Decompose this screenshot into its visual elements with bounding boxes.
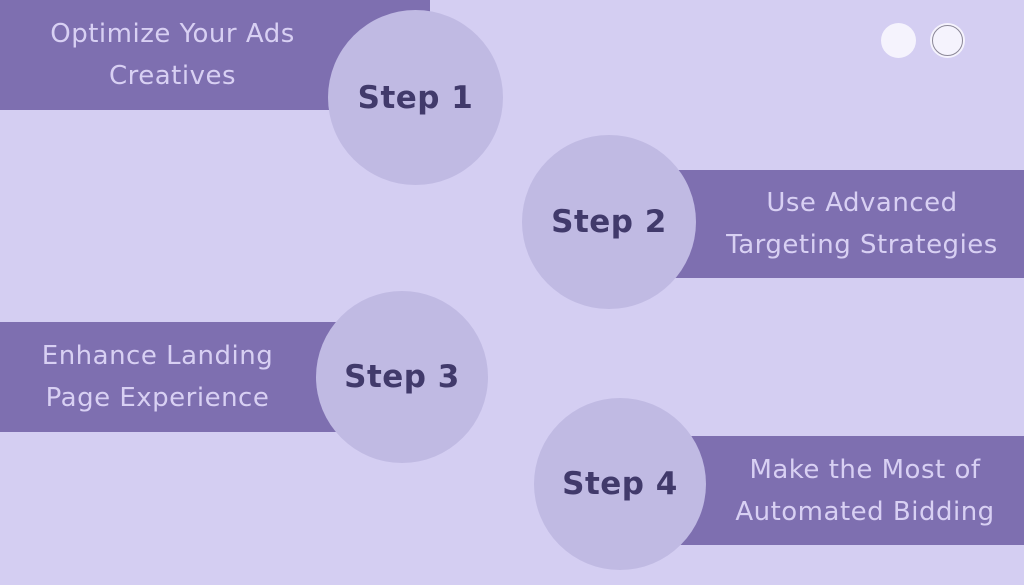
dot-ring-icon	[932, 25, 963, 56]
step-1-circle: Step 1	[328, 10, 503, 185]
step-4-text-zone: Make the Most of Automated Bidding	[706, 436, 1024, 545]
step-2-label: Step 2	[551, 204, 667, 240]
step-3-text-zone: Enhance Landing Page Experience	[0, 322, 315, 432]
step-4-title: Make the Most of Automated Bidding	[735, 454, 995, 527]
step-1-text-zone: Optimize Your Ads Creatives	[0, 0, 345, 110]
step-1-title: Optimize Your Ads Creatives	[50, 19, 295, 91]
step-4-label: Step 4	[562, 466, 678, 502]
step-2-text-zone: Use Advanced Targeting Strategies	[700, 170, 1024, 278]
slide-dot-active[interactable]	[881, 23, 916, 58]
slide-indicator-dots	[881, 23, 965, 58]
step-2-title: Use Advanced Targeting Strategies	[726, 188, 998, 260]
step-2-circle: Step 2	[522, 135, 696, 309]
step-3-title: Enhance Landing Page Experience	[41, 341, 274, 413]
step-3-label: Step 3	[344, 359, 460, 395]
step-4-circle: Step 4	[534, 398, 706, 570]
step-3-circle: Step 3	[316, 291, 488, 463]
step-1-label: Step 1	[357, 79, 474, 116]
slide-dot-inactive[interactable]	[930, 23, 965, 58]
